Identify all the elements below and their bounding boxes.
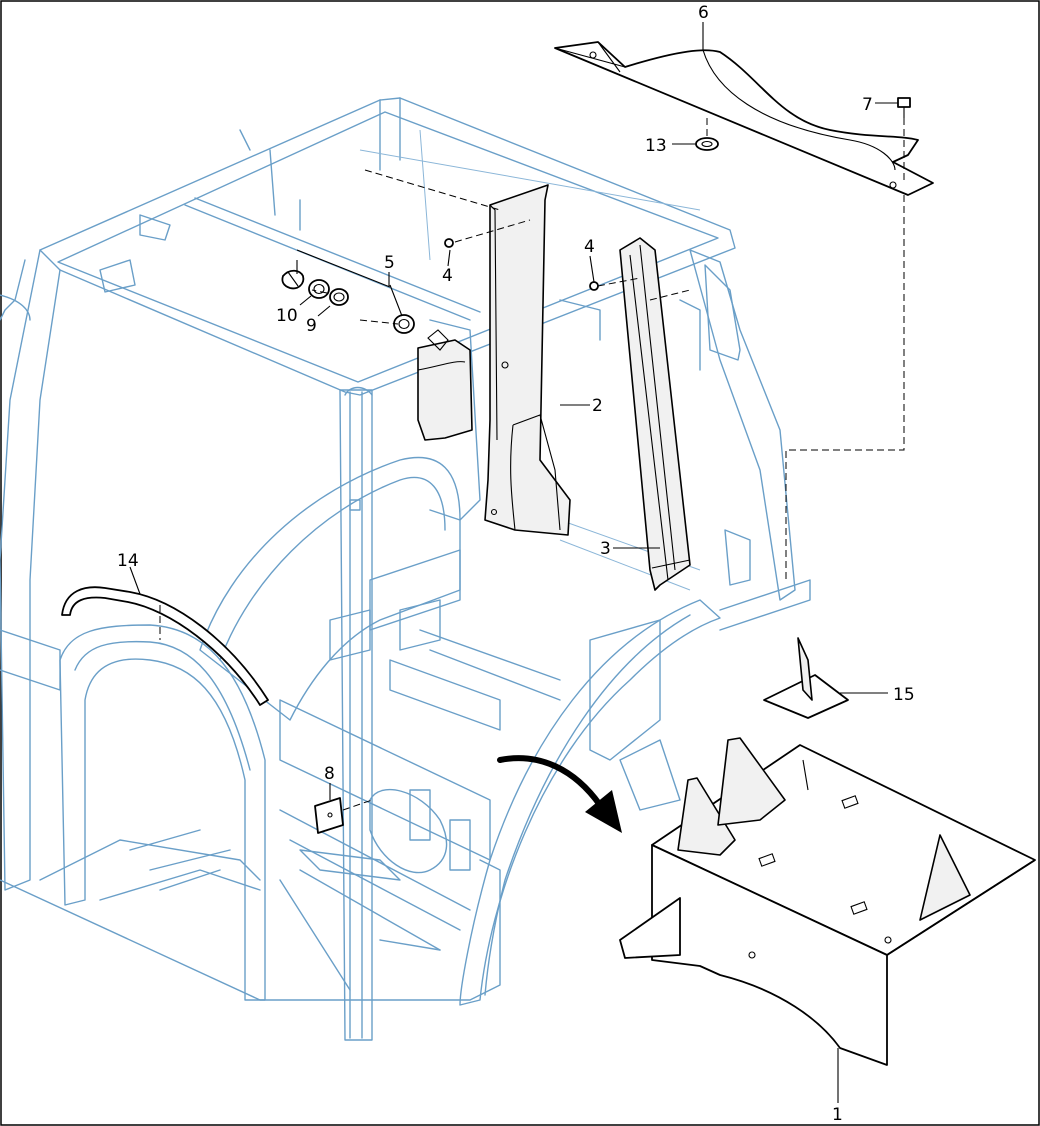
part-2-pillar-trim [484, 184, 571, 536]
part-14-seal [61, 586, 269, 706]
part-4-screw-b [589, 281, 599, 291]
callout-4-b: 4 [584, 237, 595, 257]
part-9-ring [329, 288, 349, 306]
callout-10: 10 [276, 306, 298, 326]
callout-8: 8 [324, 764, 335, 784]
callout-14: 14 [117, 551, 139, 571]
callout-7: 7 [862, 95, 873, 115]
part-1-floor-panel [619, 737, 1036, 1066]
part-nozzle [281, 269, 305, 290]
callout-1: 1 [832, 1105, 843, 1125]
callout-labels: 6 7 13 2 3 4 4 5 9 10 14 8 15 1 [117, 3, 915, 1125]
part-10-ring [308, 279, 330, 299]
callout-15: 15 [893, 685, 915, 705]
part-4-screw-a [444, 238, 454, 248]
callout-13: 13 [645, 136, 667, 156]
callout-6: 6 [698, 3, 709, 23]
leader-lines [129, 22, 898, 1103]
callout-9: 9 [306, 316, 317, 336]
part-5-vent-housing [393, 314, 473, 441]
part-13-grommet [695, 137, 719, 151]
curved-arrow [497, 755, 622, 833]
callout-2: 2 [592, 396, 603, 416]
part-15-bracket [763, 637, 849, 719]
cab-frame [0, 97, 811, 1041]
part-8-pad [314, 797, 344, 834]
callout-3: 3 [600, 539, 611, 559]
dashed-guide-lines [159, 118, 905, 811]
part-7-bolt [897, 97, 911, 118]
part-3-front-pillar-trim [619, 237, 691, 591]
callout-4-a: 4 [442, 266, 453, 286]
callout-5: 5 [384, 253, 395, 273]
part-6-roof-liner [554, 41, 934, 196]
